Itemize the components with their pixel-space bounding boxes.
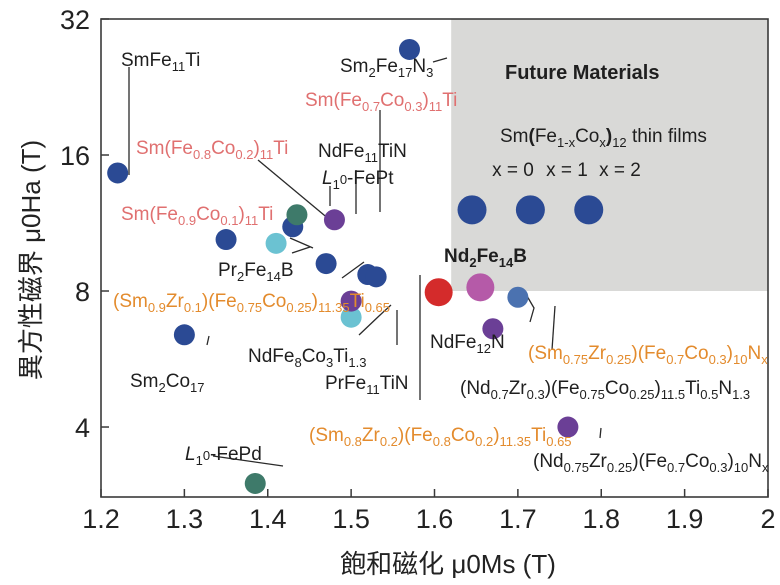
leader-line	[526, 295, 535, 323]
data-point	[482, 318, 504, 340]
data-point	[107, 162, 129, 184]
compound-label: Nd2Fe14B	[444, 246, 527, 270]
leader-line	[599, 427, 602, 439]
compound-label: Sm(Fe0.8Co0.2)11Ti	[136, 138, 288, 162]
leader-line	[257, 159, 331, 221]
compound-label: NdFe8Co3Ti1.3	[248, 346, 366, 370]
data-point	[557, 416, 579, 438]
y-tick-label: 8	[75, 277, 90, 307]
data-point	[507, 286, 529, 308]
compound-label: NdFe11TiN	[318, 141, 407, 165]
leader-line	[341, 261, 365, 279]
data-point	[265, 232, 287, 254]
thin-films-label: Sm(Fe1-xCox)12 thin films	[500, 126, 707, 150]
y-tick-label: 32	[60, 5, 90, 35]
data-point	[398, 38, 420, 60]
data-point	[424, 278, 453, 307]
thin-film-point	[457, 195, 487, 225]
compound-label: Sm(Fe0.9Co0.1)11Ti	[121, 204, 273, 228]
leader-line	[358, 304, 392, 336]
x-tick-label: 2	[760, 504, 775, 534]
data-point	[286, 204, 308, 226]
x-axis-title: 飽和磁化 μ0Ms (T)	[340, 549, 556, 579]
future-materials-title: Future Materials	[505, 62, 659, 84]
data-point	[340, 306, 362, 328]
leader-line	[432, 57, 448, 63]
compound-label: (Sm0.75Zr0.25)(Fe0.7Co0.3)10Nx	[528, 343, 768, 367]
x-tick-label: 1.2	[82, 504, 120, 534]
data-point	[244, 472, 266, 494]
leader-line	[212, 455, 284, 467]
future-materials-region	[451, 19, 768, 292]
x-tick-label: 1.9	[666, 504, 704, 534]
y-tick-label: 16	[60, 141, 90, 171]
compound-label: L10-FePt	[322, 168, 394, 192]
compound-label: (Sm0.9Zr0.1)(Fe0.75Co0.25)11.35Ti0.65	[113, 291, 390, 315]
compound-label: (Nd0.75Zr0.25)(Fe0.7Co0.3)10Nx	[533, 451, 769, 475]
film-composition-label: x = 0	[492, 160, 534, 181]
compound-label: NdFe12N	[430, 332, 505, 356]
compound-label: L10-FePd	[185, 444, 262, 468]
leader-line	[551, 305, 556, 351]
leader-line	[206, 335, 210, 346]
compound-label: PrFe11TiN	[325, 373, 409, 397]
leader-line	[289, 237, 314, 249]
x-tick-label: 1.4	[249, 504, 287, 534]
compound-label: (Sm0.8Zr0.2)(Fe0.8Co0.2)11.35Ti0.65	[309, 425, 572, 449]
compound-label: Sm2Co17	[130, 371, 205, 395]
compound-label: Sm(Fe0.7Co0.3)11Ti	[305, 90, 457, 114]
x-tick-label: 1.5	[332, 504, 370, 534]
compound-label: SmFe11Ti	[121, 50, 200, 74]
x-tick-label: 1.7	[499, 504, 537, 534]
compound-label: (Nd0.7Zr0.3)(Fe0.75Co0.25)11.5Ti0.5N1.3	[460, 378, 750, 402]
x-tick-label: 1.6	[416, 504, 454, 534]
y-tick-label: 4	[75, 413, 90, 443]
data-point	[365, 266, 387, 288]
thin-film-point	[574, 195, 604, 225]
compound-label: Pr2Fe14B	[218, 260, 294, 284]
data-point	[215, 229, 237, 251]
data-point	[466, 273, 495, 302]
x-tick-label: 1.8	[582, 504, 620, 534]
data-point	[315, 253, 337, 275]
data-point	[340, 290, 362, 312]
data-point	[323, 209, 345, 231]
compound-label: Sm2Fe17N3	[340, 56, 433, 80]
film-composition-label: x = 2	[599, 160, 641, 181]
leader-line	[291, 246, 311, 254]
data-point	[173, 324, 195, 346]
y-axis-title: 異方性磁界 μ0Ha (T)	[16, 140, 46, 380]
film-composition-label: x = 1	[546, 160, 588, 181]
thin-film-point	[515, 195, 545, 225]
x-tick-label: 1.3	[166, 504, 204, 534]
